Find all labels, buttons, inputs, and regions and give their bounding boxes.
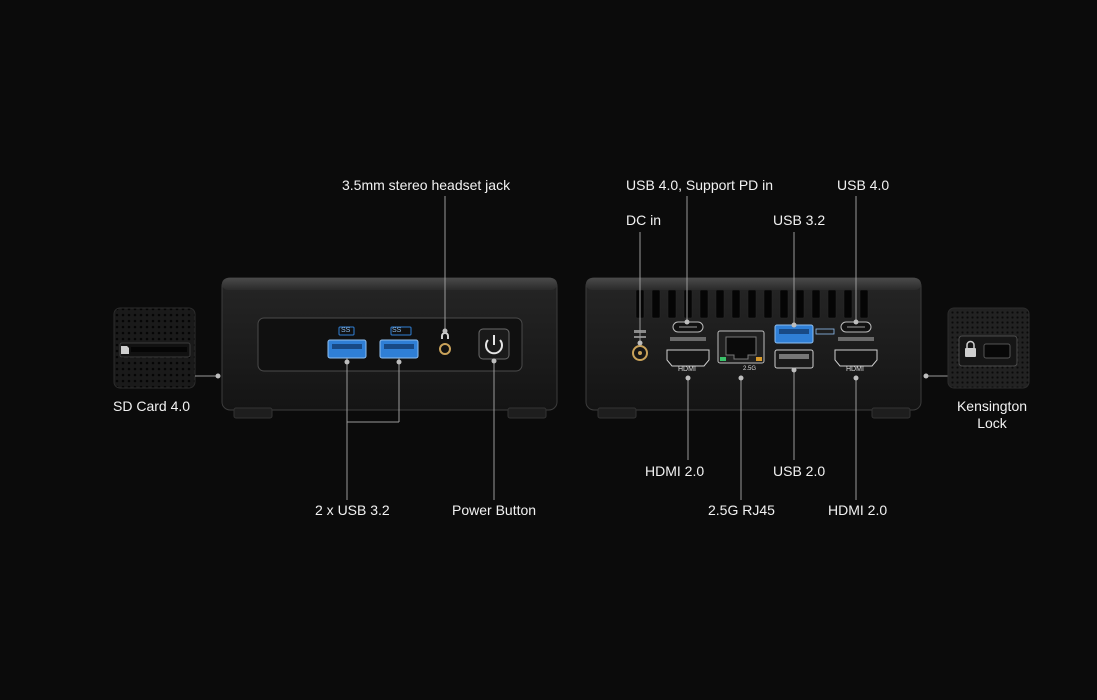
rear-device	[585, 196, 922, 500]
usb-icon	[338, 326, 412, 336]
label-usb4-pd: USB 4.0, Support PD in	[626, 177, 774, 193]
label-rj45: 2.5G RJ45	[708, 502, 775, 518]
label-usb20: USB 2.0	[773, 463, 826, 479]
label-usb32-pair: 2 x USB 3.2	[315, 502, 390, 518]
hdmi-mark-right: HDMI	[846, 366, 864, 373]
rj45-speed-mark: 2.5G	[743, 366, 757, 372]
label-hdmi-right: HDMI 2.0	[828, 502, 888, 518]
ss-mark-1: SS	[341, 327, 351, 334]
label-hdmi-left: HDMI 2.0	[645, 463, 705, 479]
label-headset-jack: 3.5mm stereo headset jack	[342, 177, 511, 193]
label-usb32-top: USB 3.2	[773, 212, 826, 228]
label-kensington-line1: Kensington	[956, 398, 1028, 414]
label-kensington-line2: Lock	[977, 415, 1007, 431]
kensington-inset	[923, 307, 1030, 389]
ss-mark-2: SS	[392, 327, 402, 334]
sd-card-inset	[113, 307, 221, 389]
label-sd-card: SD Card 4.0	[113, 398, 191, 414]
sd-card-icon	[121, 346, 129, 354]
label-dc-in: DC in	[626, 212, 662, 228]
power-icon	[485, 335, 503, 355]
front-device	[221, 196, 558, 500]
label-power-button: Power Button	[452, 502, 537, 518]
headphone-icon	[441, 332, 449, 339]
label-usb4: USB 4.0	[837, 177, 890, 193]
label-kensington: Kensington Lock	[957, 398, 1027, 432]
lock-icon	[965, 340, 976, 357]
hdmi-mark-left: HDMI	[678, 366, 696, 373]
